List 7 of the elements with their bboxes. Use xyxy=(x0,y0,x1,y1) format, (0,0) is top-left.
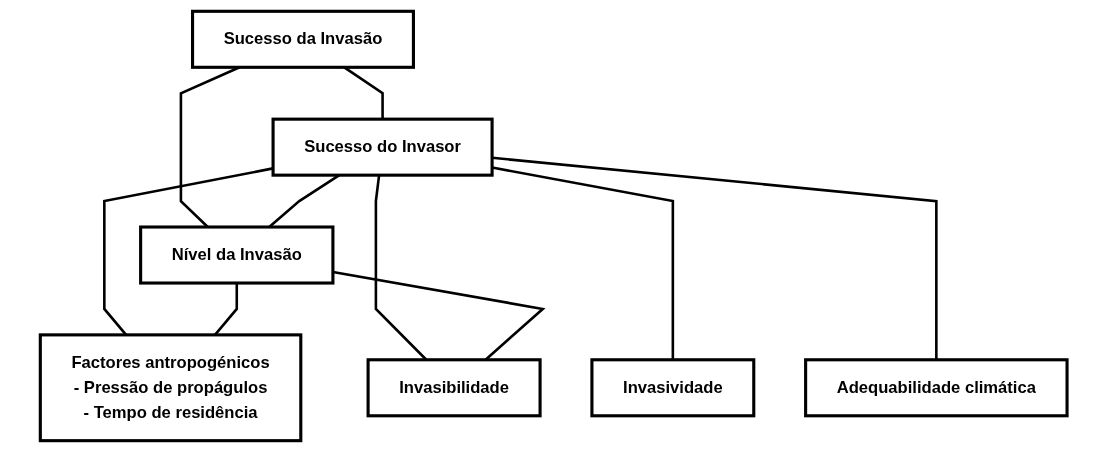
node-box: Factores antropogénicos - Pressão de propágulos - Tempo de residência xyxy=(39,333,303,443)
node-box: Nível da Invasão xyxy=(139,225,335,285)
node-box: Sucesso do Invasor xyxy=(271,117,494,177)
node-box: Invasibilidade xyxy=(366,358,542,418)
node-box: Sucesso da Invasão xyxy=(191,9,416,69)
node-box: Adequabilidade climática xyxy=(804,358,1069,418)
node-box: Invasividade xyxy=(590,358,756,418)
